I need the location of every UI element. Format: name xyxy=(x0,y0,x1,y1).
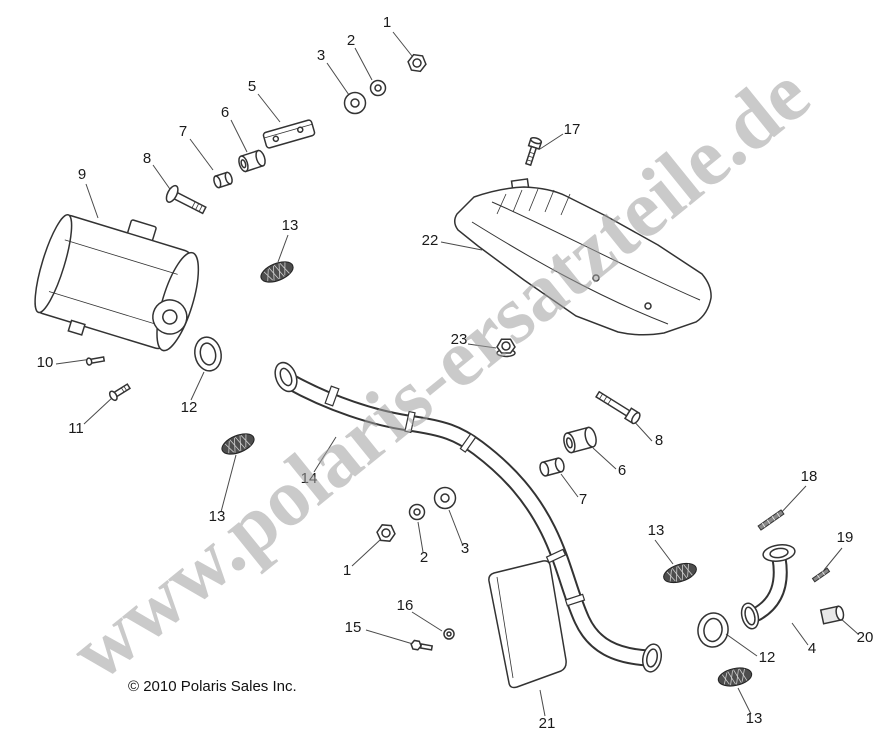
callout-label: 21 xyxy=(539,715,556,732)
callout-label: 20 xyxy=(857,629,874,646)
part-screw-10 xyxy=(85,356,106,366)
part-spacer-6-top xyxy=(238,149,266,173)
part-spacer-7-right xyxy=(539,457,565,477)
part-washer-2-bottom xyxy=(408,503,426,521)
part-bolt-11 xyxy=(108,383,131,402)
callout-label: 15 xyxy=(345,619,362,636)
callout-label: 1 xyxy=(383,14,391,31)
callout-label: 8 xyxy=(143,150,151,167)
callout-label: 11 xyxy=(68,420,84,437)
part-pin-19 xyxy=(811,567,831,583)
part-end-plate xyxy=(262,119,316,149)
part-cap-20 xyxy=(819,605,845,625)
part-muffler xyxy=(34,213,200,352)
callout-label: 14 xyxy=(301,470,318,487)
callout-label: 18 xyxy=(801,468,818,485)
callout-label: 13 xyxy=(746,710,763,727)
leader-lines xyxy=(55,31,859,717)
part-bolt-8-right xyxy=(595,390,641,425)
callout-label: 7 xyxy=(179,123,187,140)
callout-label: 3 xyxy=(461,540,469,557)
callout-label: 6 xyxy=(221,104,229,121)
part-mesh-gasket-13-c xyxy=(660,559,700,587)
part-nut-1-top xyxy=(406,53,428,73)
part-bolt-8-top xyxy=(165,184,207,215)
callout-label: 16 xyxy=(397,597,414,614)
part-bushing-6-right xyxy=(563,426,597,454)
part-nut-23 xyxy=(496,338,516,358)
callout-labels: 1 2 3 5 6 7 8 9 13 17 22 23 10 12 11 8 6… xyxy=(37,14,874,732)
part-bushing-7-top xyxy=(213,171,233,189)
part-heat-shield-lower xyxy=(488,560,567,689)
callout-label: 6 xyxy=(618,462,626,479)
callout-label: 4 xyxy=(808,640,816,657)
callout-label: 1 xyxy=(343,562,351,579)
callout-label: 7 xyxy=(579,491,587,508)
part-elbow-pipe xyxy=(740,544,796,630)
callout-label: 10 xyxy=(37,354,54,371)
callout-label: 3 xyxy=(317,47,325,64)
part-bolt-17 xyxy=(524,136,543,167)
callout-label: 23 xyxy=(451,331,468,348)
part-gasket-12-left xyxy=(194,336,222,372)
callout-label: 5 xyxy=(248,78,256,95)
callout-label: 22 xyxy=(422,232,439,249)
part-washer-3-top xyxy=(343,91,367,115)
part-heat-shield-upper xyxy=(454,178,712,336)
part-mesh-gasket-13-d xyxy=(716,664,754,690)
part-washer-16 xyxy=(443,628,455,640)
callout-label: 8 xyxy=(655,432,663,449)
part-pin-18 xyxy=(757,509,785,531)
part-mesh-gasket-13-a xyxy=(257,257,297,287)
part-mesh-gasket-13-b xyxy=(218,429,258,459)
callout-label: 9 xyxy=(78,166,86,183)
callout-label: 2 xyxy=(347,32,355,49)
part-washer-3-bottom xyxy=(433,486,457,510)
part-gasket-12-right xyxy=(697,612,729,648)
part-screw-15 xyxy=(410,639,434,651)
callout-label: 13 xyxy=(648,522,665,539)
part-washer-2-top xyxy=(369,79,387,97)
copyright: © 2010 Polaris Sales Inc. xyxy=(128,678,297,695)
part-head-pipe xyxy=(274,361,663,673)
callout-label: 13 xyxy=(282,217,299,234)
callout-label: 12 xyxy=(181,399,198,416)
callout-label: 17 xyxy=(564,121,581,138)
callout-label: 12 xyxy=(759,649,776,666)
callout-label: 2 xyxy=(420,549,428,566)
callout-label: 13 xyxy=(209,508,226,525)
part-nut-1-bottom xyxy=(375,523,397,543)
callout-label: 19 xyxy=(837,529,854,546)
